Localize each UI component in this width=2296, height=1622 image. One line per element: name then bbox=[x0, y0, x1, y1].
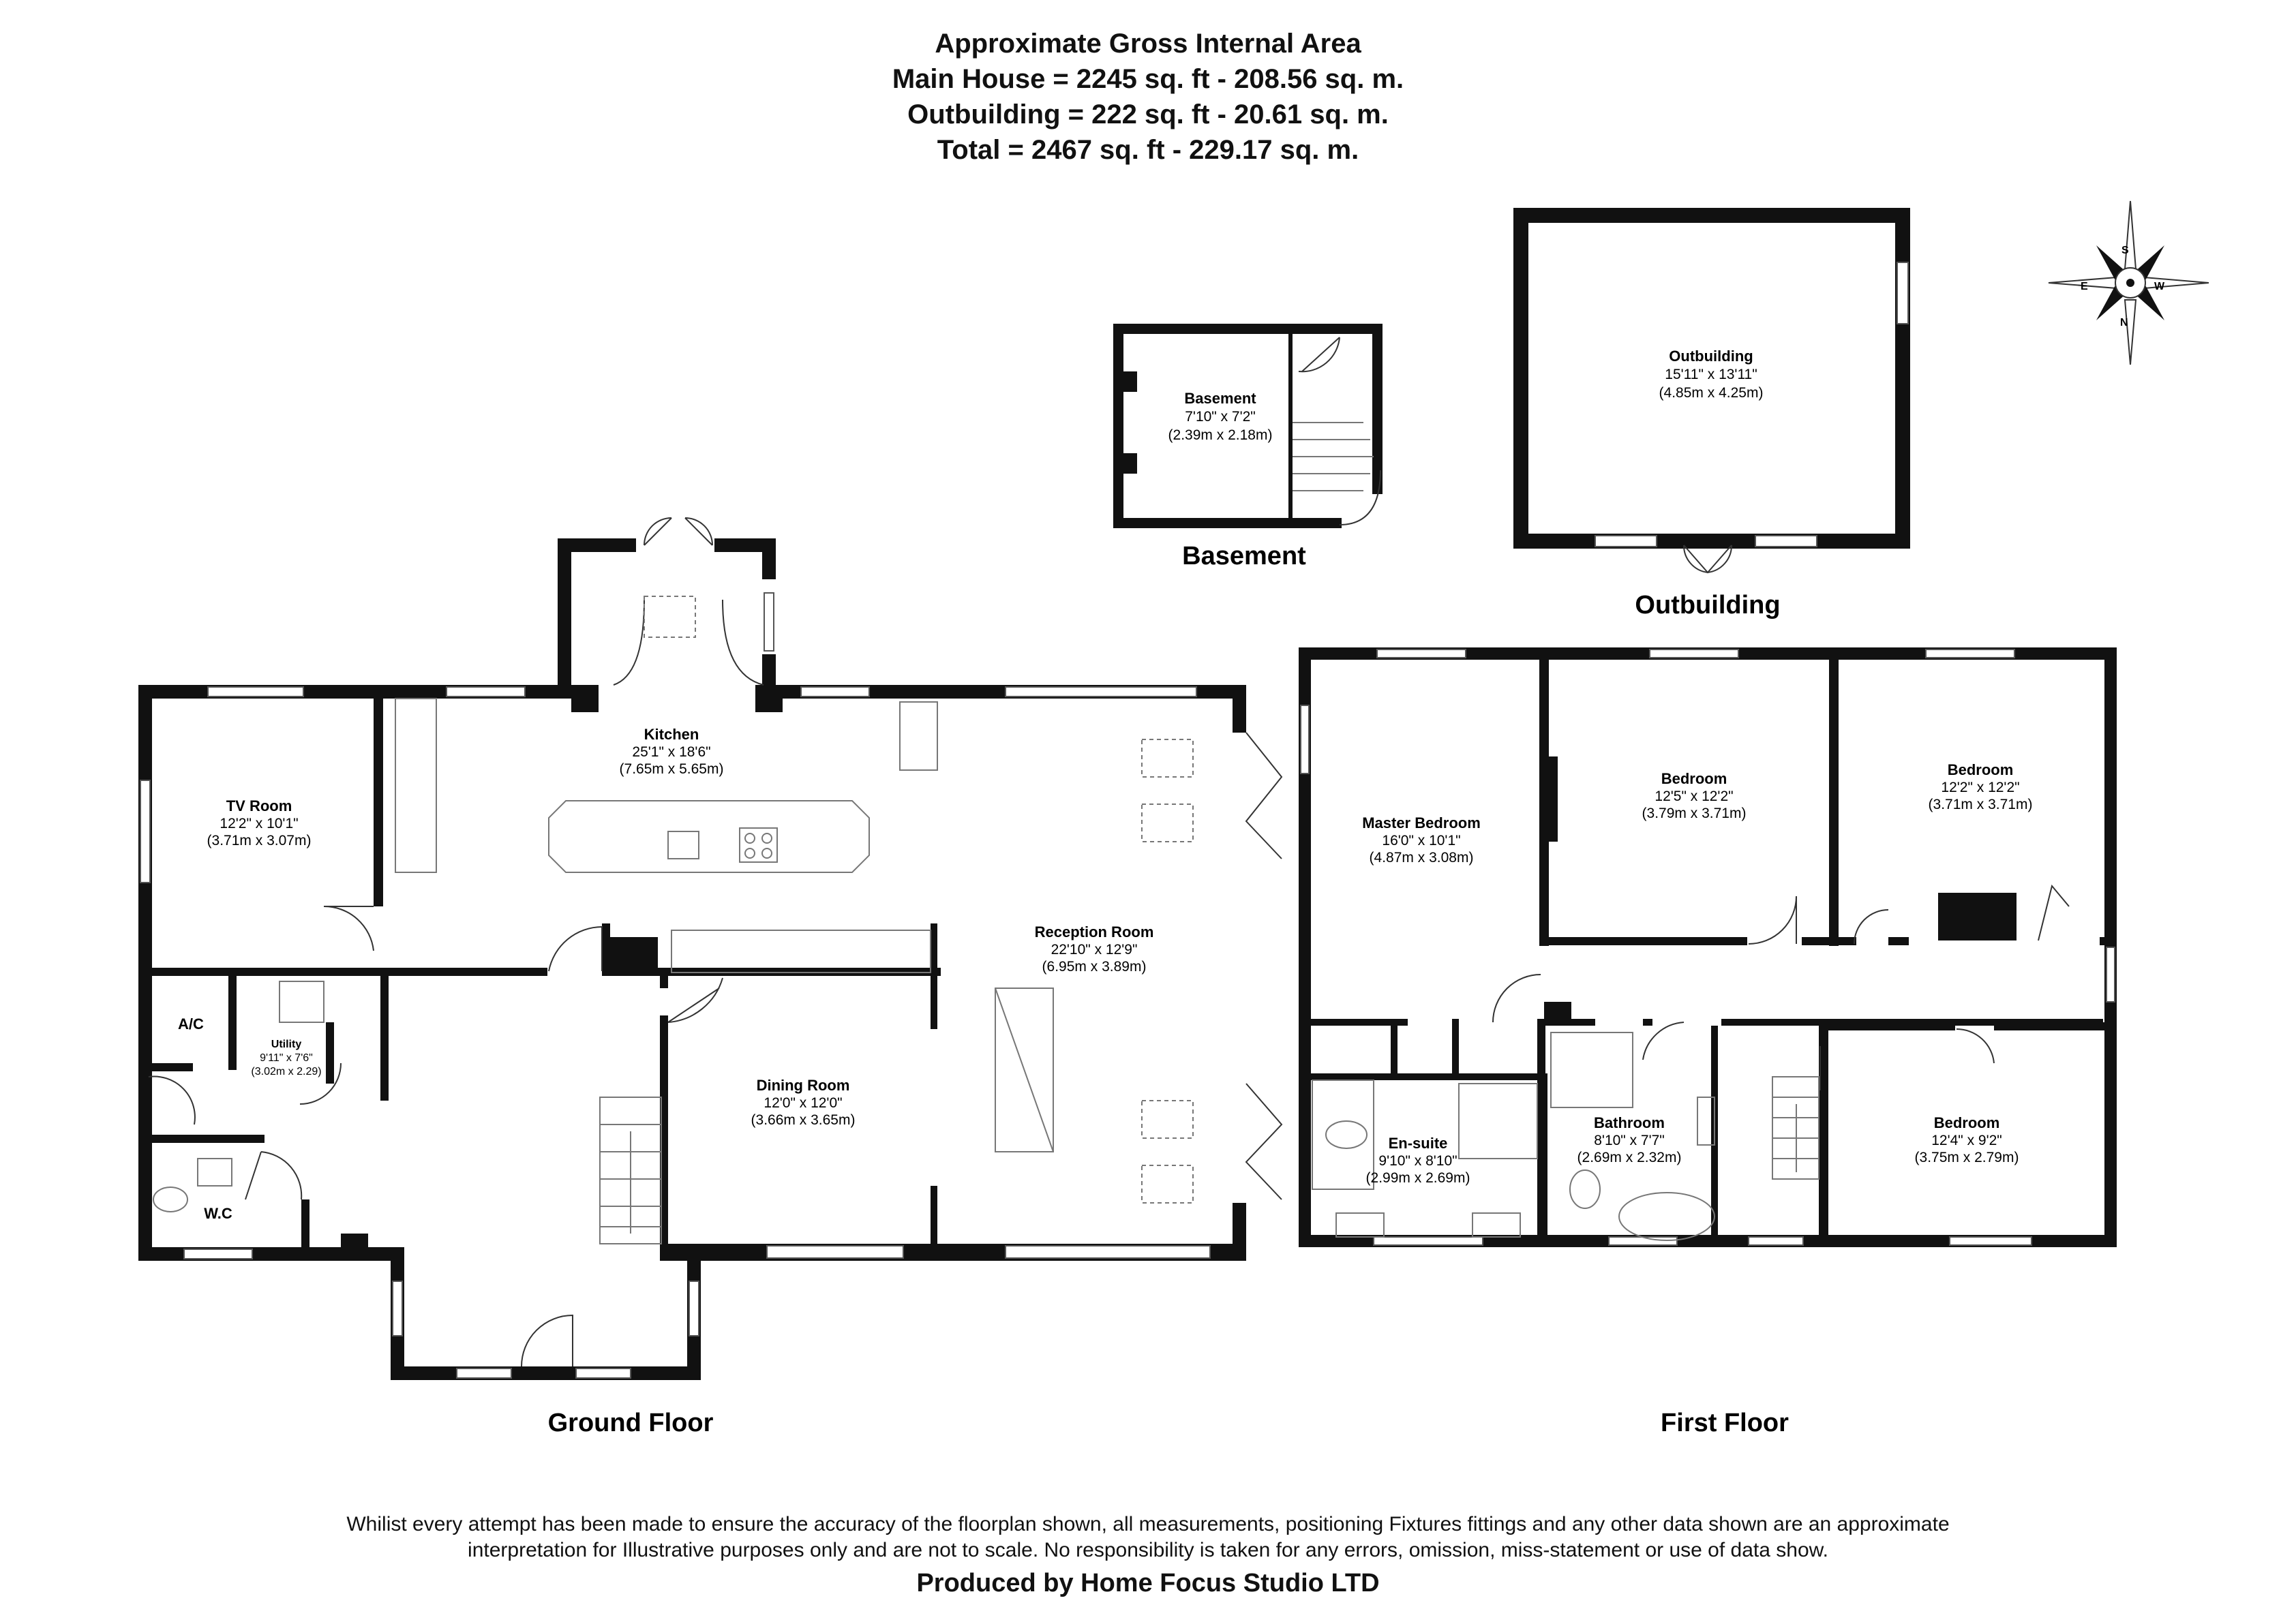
utility-name: Utility bbox=[271, 1039, 302, 1050]
master-bedroom-imperial: 16'0" x 10'1" bbox=[1382, 833, 1460, 848]
reception-room-name: Reception Room bbox=[1035, 923, 1154, 940]
utility-metric: (3.02m x 2.29) bbox=[251, 1066, 321, 1077]
area-title: Approximate Gross Internal Area bbox=[935, 29, 1361, 59]
tv-room-name: TV Room bbox=[226, 797, 292, 814]
bedroom-2-name: Bedroom bbox=[1661, 770, 1727, 787]
bedroom-3-imperial: 12'2" x 12'2" bbox=[1941, 780, 2019, 795]
kitchen-name: Kitchen bbox=[644, 726, 699, 743]
area-outbuilding: Outbuilding = 222 sq. ft - 20.61 sq. m. bbox=[907, 100, 1389, 129]
bedroom-3-name: Bedroom bbox=[1948, 761, 2014, 778]
master-bedroom-name: Master Bedroom bbox=[1362, 814, 1481, 831]
bedroom-4-name: Bedroom bbox=[1934, 1114, 2000, 1131]
basement-title: Basement bbox=[1182, 542, 1306, 570]
tv-room-imperial: 12'2" x 10'1" bbox=[220, 816, 298, 831]
ac-label: A/C bbox=[178, 1015, 204, 1032]
basement-name: Basement bbox=[1184, 390, 1256, 407]
outbuilding-metric: (4.85m x 4.25m) bbox=[1659, 385, 1764, 401]
outbuilding-room-name: Outbuilding bbox=[1669, 348, 1753, 365]
reception-room-metric: (6.95m x 3.89m) bbox=[1042, 959, 1147, 975]
bathroom-metric: (2.69m x 2.32m) bbox=[1577, 1150, 1682, 1165]
compass-n-label: N bbox=[2120, 317, 2128, 328]
area-main-house: Main House = 2245 sq. ft - 208.56 sq. m. bbox=[892, 64, 1404, 94]
producer-credit: Produced by Home Focus Studio LTD bbox=[916, 1569, 1380, 1597]
bedroom-4-imperial: 12'4" x 9'2" bbox=[1931, 1133, 2002, 1148]
ground-floor-title: Ground Floor bbox=[548, 1409, 714, 1437]
compass-rose-icon: S W E N bbox=[2048, 200, 2209, 365]
basement-metric: (2.39m x 2.18m) bbox=[1168, 427, 1273, 443]
compass-w-label: W bbox=[2154, 281, 2165, 292]
bathroom-name: Bathroom bbox=[1594, 1114, 1665, 1131]
kitchen-imperial: 25'1" x 18'6" bbox=[632, 744, 710, 760]
ensuite-name: En-suite bbox=[1389, 1135, 1448, 1152]
kitchen-metric: (7.65m x 5.65m) bbox=[620, 761, 724, 777]
wc-label: W.C bbox=[204, 1205, 232, 1222]
ensuite-imperial: 9'10" x 8'10" bbox=[1378, 1153, 1457, 1169]
outbuilding-imperial: 15'11" x 13'11" bbox=[1665, 367, 1757, 382]
disclaimer-line-2: interpretation for Illustrative purposes… bbox=[468, 1539, 1828, 1561]
dining-room-metric: (3.66m x 3.65m) bbox=[751, 1112, 856, 1128]
first-floor-title: First Floor bbox=[1661, 1409, 1789, 1437]
dining-room-imperial: 12'0" x 12'0" bbox=[764, 1095, 842, 1111]
bathroom-imperial: 8'10" x 7'7" bbox=[1594, 1133, 1665, 1148]
bedroom-2-imperial: 12'5" x 12'2" bbox=[1655, 789, 1733, 804]
dining-room-name: Dining Room bbox=[757, 1077, 850, 1094]
tv-room-metric: (3.71m x 3.07m) bbox=[207, 833, 312, 848]
ensuite-metric: (2.99m x 2.69m) bbox=[1366, 1170, 1470, 1186]
area-total: Total = 2467 sq. ft - 229.17 sq. m. bbox=[937, 135, 1359, 165]
footer: Whilist every attempt has been made to e… bbox=[0, 1512, 2296, 1600]
basement-imperial: 7'10" x 7'2" bbox=[1185, 409, 1256, 425]
compass-s-label: S bbox=[2121, 245, 2129, 256]
bedroom-2-metric: (3.79m x 3.71m) bbox=[1642, 806, 1747, 821]
utility-imperial: 9'11" x 7'6" bbox=[260, 1052, 313, 1064]
bedroom-3-metric: (3.71m x 3.71m) bbox=[1929, 797, 2033, 812]
outbuilding-title: Outbuilding bbox=[1635, 591, 1780, 619]
area-summary: Approximate Gross Internal Area Main Hou… bbox=[0, 26, 2296, 168]
master-bedroom-metric: (4.87m x 3.08m) bbox=[1370, 850, 1474, 866]
disclaimer-line-1: Whilist every attempt has been made to e… bbox=[346, 1513, 1950, 1535]
bedroom-4-metric: (3.75m x 2.79m) bbox=[1915, 1150, 2019, 1165]
reception-room-imperial: 22'10" x 12'9" bbox=[1051, 942, 1138, 958]
compass-e-label: E bbox=[2081, 281, 2088, 292]
